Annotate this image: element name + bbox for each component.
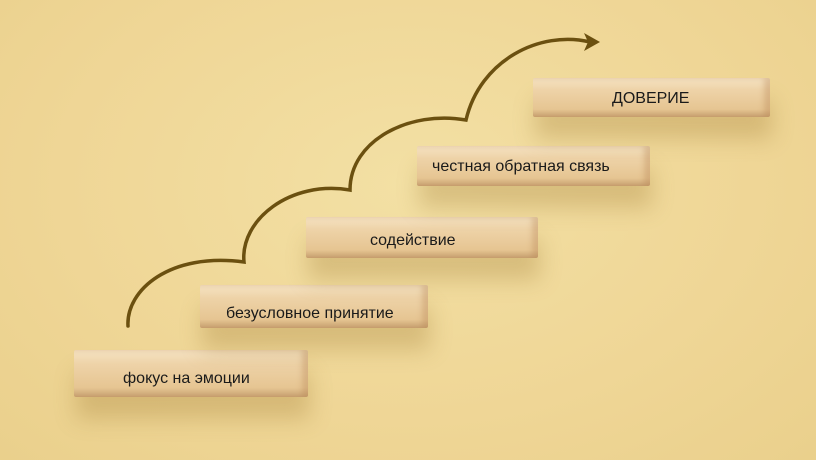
step-5-label: ДОВЕРИЕ <box>612 90 690 107</box>
step-3: содействие <box>306 217 538 258</box>
arrow-head-icon <box>584 33 600 51</box>
step-2: безусловное принятие <box>200 285 428 328</box>
step-2-label: безусловное принятие <box>226 305 394 322</box>
step-1-label: фокус на эмоции <box>123 370 250 387</box>
arrow-curve <box>126 37 592 328</box>
step-1: фокус на эмоции <box>74 350 308 397</box>
step-5-trust: ДОВЕРИЕ <box>533 78 770 117</box>
step-4-label: честная обратная связь <box>432 158 610 175</box>
step-4: честная обратная связь <box>417 146 650 186</box>
step-3-label: содействие <box>370 232 456 249</box>
